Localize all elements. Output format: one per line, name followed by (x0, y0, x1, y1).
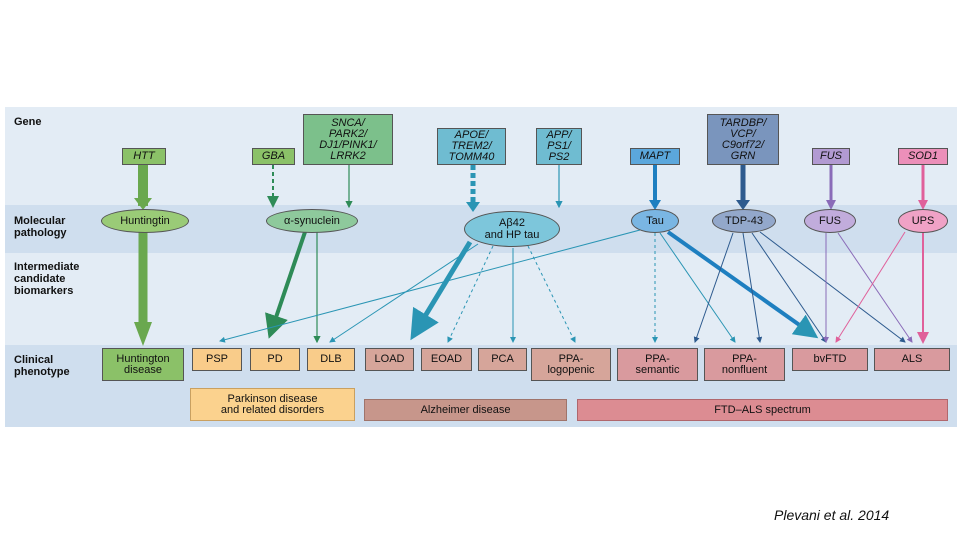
pathology-huntingtin: Huntingtin (101, 209, 189, 233)
pathology-synuclein: α-synuclein (266, 209, 358, 233)
gene-htt: HTT (122, 148, 166, 165)
gene-snca: SNCA/ PARK2/ DJ1/PINK1/ LRRK2 (303, 114, 393, 165)
citation-credit: Plevani et al. 2014 (774, 507, 890, 523)
phenotype-ppa-logopenic: PPA- logopenic (531, 348, 611, 381)
phenotype-dlb: DLB (307, 348, 355, 371)
phenotype-pd: PD (250, 348, 300, 371)
phenotype-pca: PCA (478, 348, 527, 371)
phenotype-huntington: Huntington disease (102, 348, 184, 381)
row-label-clinical: Clinical phenotype (14, 354, 70, 378)
row-label-biomarkers: Intermediate candidate biomarkers (14, 261, 80, 297)
gene-tardbp: TARDBP/ VCP/ C9orf72/ GRN (707, 114, 779, 165)
phenotype-bvftd: bvFTD (792, 348, 868, 371)
pathology-tau: Tau (631, 209, 679, 233)
phenotype-psp: PSP (192, 348, 242, 371)
pathology-ups: UPS (898, 209, 948, 233)
gene-mapt: MAPT (630, 148, 680, 165)
phenotype-ppa-nonfluent: PPA- nonfluent (704, 348, 785, 381)
gene-apoe: APOE/ TREM2/ TOMM40 (437, 128, 506, 165)
row-label-gene: Gene (14, 116, 42, 128)
phenotype-als: ALS (874, 348, 950, 371)
row-label-molecular: Molecular pathology (14, 215, 67, 239)
gene-gba: GBA (252, 148, 295, 165)
pathology-fus: FUS (804, 209, 856, 233)
phenotype-ppa-semantic: PPA- semantic (617, 348, 698, 381)
gene-app: APP/ PS1/ PS2 (536, 128, 582, 165)
phenotype-eoad: EOAD (421, 348, 472, 371)
group-alzheimer: Alzheimer disease (364, 399, 567, 421)
pathology-tdp43: TDP-43 (712, 209, 776, 233)
phenotype-load: LOAD (365, 348, 414, 371)
group-parkinson: Parkinson disease and related disorders (190, 388, 355, 421)
gene-fus: FUS (812, 148, 850, 165)
gene-sod1: SOD1 (898, 148, 948, 165)
pathology-abeta: Aβ42 and HP tau (464, 211, 560, 247)
group-ftd-als: FTD–ALS spectrum (577, 399, 948, 421)
